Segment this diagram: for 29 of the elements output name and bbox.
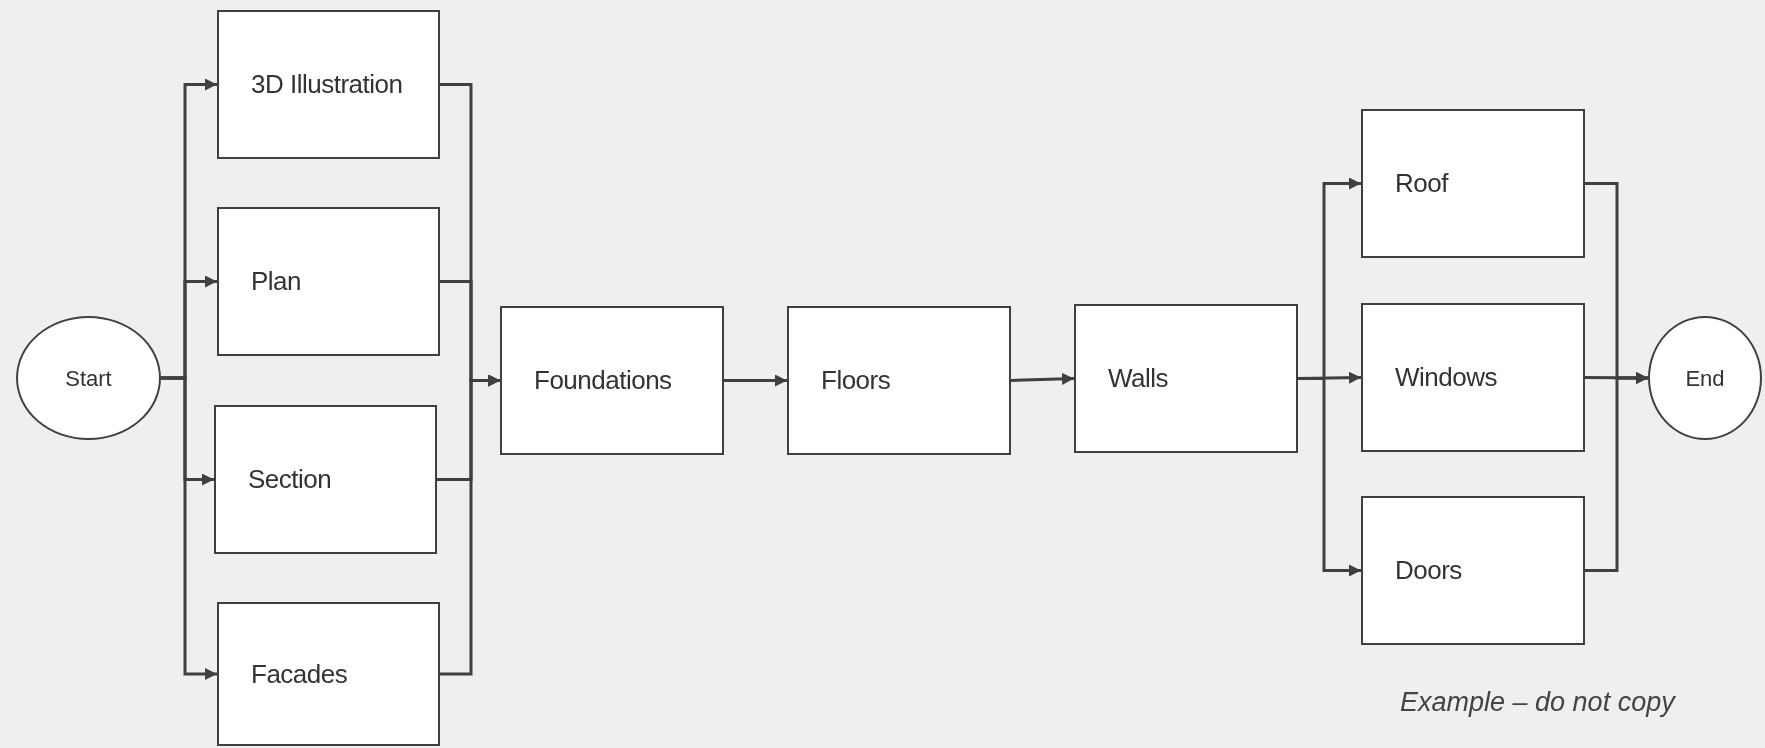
connector-arrow bbox=[161, 376, 217, 680]
connector-arrow bbox=[1585, 372, 1648, 572]
process-box bbox=[787, 306, 1011, 455]
note-text: Example – do not copy bbox=[1400, 686, 1675, 719]
node-label: Start bbox=[65, 364, 112, 393]
connector-arrow bbox=[724, 374, 787, 387]
connector-arrow bbox=[440, 374, 500, 676]
process-box bbox=[1361, 496, 1585, 645]
node-label: Roof bbox=[1395, 167, 1448, 200]
process-box bbox=[1074, 304, 1298, 453]
process-box bbox=[217, 207, 440, 356]
node-label: End bbox=[1685, 364, 1725, 393]
process-box bbox=[1361, 303, 1585, 452]
process-box bbox=[500, 306, 724, 455]
node-label: Facades bbox=[251, 657, 348, 691]
node-label: Foundations bbox=[534, 364, 672, 397]
node-label: 3D Illustration bbox=[251, 68, 403, 101]
node-label: Floors bbox=[821, 364, 891, 397]
node-label: Walls bbox=[1108, 362, 1169, 395]
process-box bbox=[214, 405, 437, 554]
connector-arrow bbox=[1010, 372, 1075, 385]
process-box bbox=[217, 602, 440, 746]
node-label: Plan bbox=[251, 265, 302, 298]
process-box bbox=[217, 10, 440, 159]
node-label: Section bbox=[248, 463, 332, 496]
node-label: Doors bbox=[1395, 554, 1462, 587]
connector-arrow bbox=[1298, 377, 1361, 577]
process-box bbox=[1361, 109, 1585, 258]
node-label: Windows bbox=[1395, 361, 1497, 394]
